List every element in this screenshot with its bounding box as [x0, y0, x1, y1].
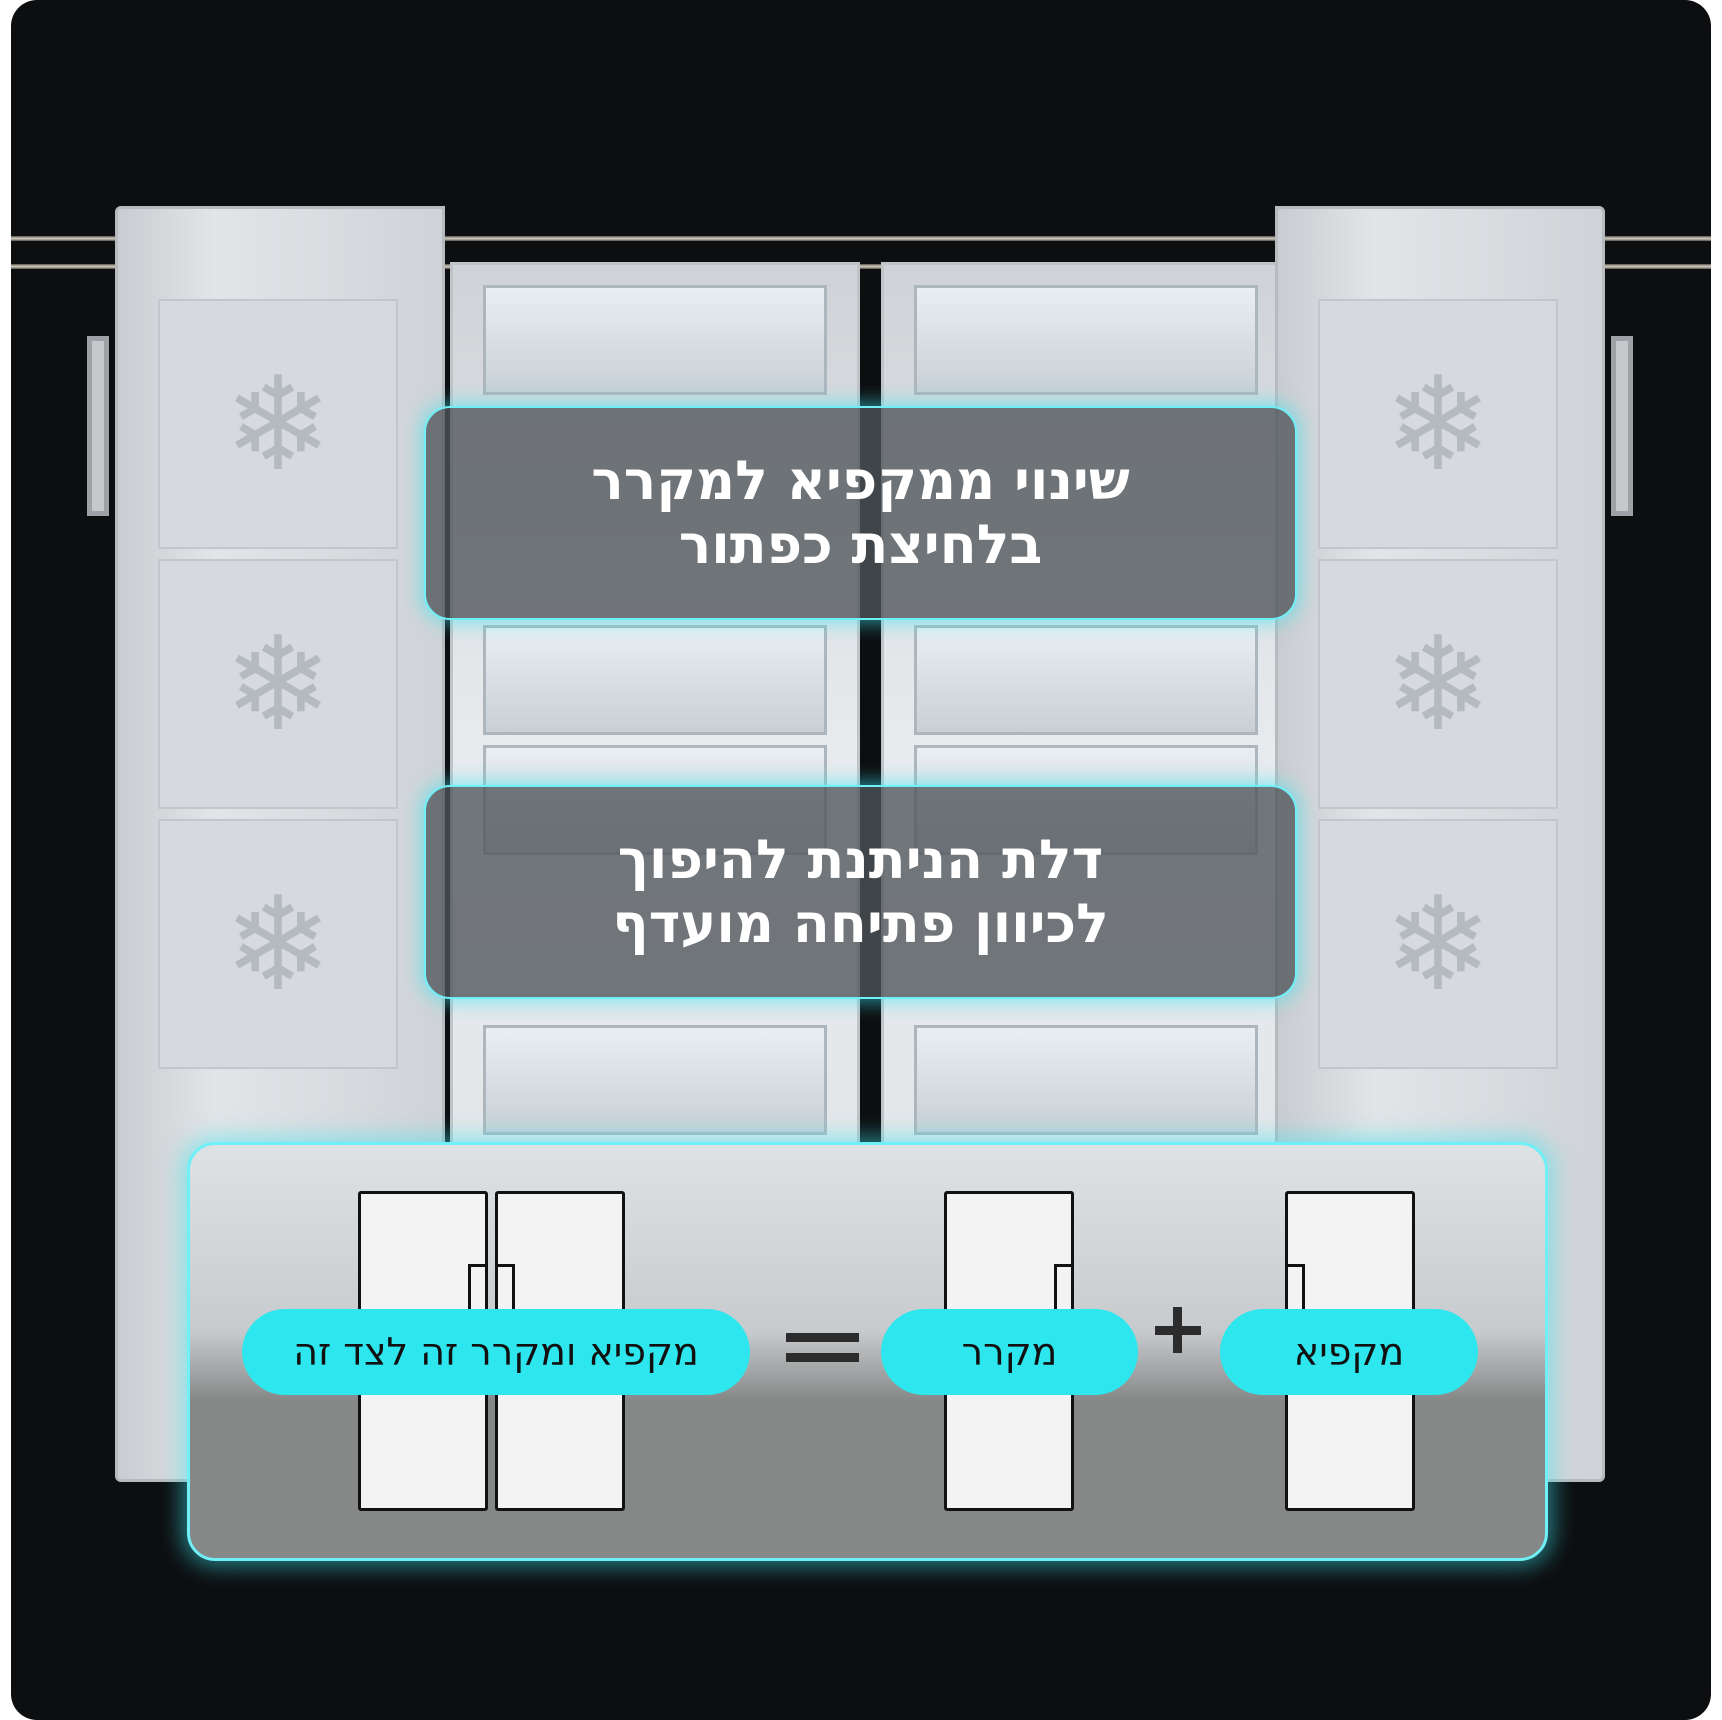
snowflake-icon: ❄ [1318, 299, 1558, 549]
snowflake-icon: ❄ [158, 559, 398, 809]
door-handle [87, 336, 109, 516]
equals-icon [786, 1353, 859, 1362]
feature-box-convert: שינוי ממקפיא למקרר בלחיצת כפתור [424, 406, 1297, 620]
feature-text: דלת הניתנת להיפוך [617, 828, 1104, 891]
snowflake-icon: ❄ [158, 299, 398, 549]
plus-icon [1155, 1326, 1201, 1335]
freezer-label: מקפיא [1220, 1309, 1478, 1395]
rail-line [11, 264, 1711, 269]
rail-line [11, 236, 1711, 241]
result-label: מקפיא ומקרר זה לצד זה [242, 1309, 750, 1395]
snowflake-icon: ❄ [1318, 559, 1558, 809]
snowflake-icon: ❄ [158, 819, 398, 1069]
door-handle [1611, 336, 1633, 516]
feature-text: לכיוון פתיחה מועדף [612, 892, 1109, 955]
feature-box-reversible-door: דלת הניתנת להיפוך לכיוון פתיחה מועדף [424, 785, 1297, 999]
equals-icon [786, 1333, 859, 1342]
feature-text: שינוי ממקפיא למקרר [591, 449, 1130, 512]
feature-text: בלחיצת כפתור [678, 513, 1043, 576]
fridge-label: מקרר [881, 1309, 1138, 1395]
snowflake-icon: ❄ [1318, 819, 1558, 1069]
